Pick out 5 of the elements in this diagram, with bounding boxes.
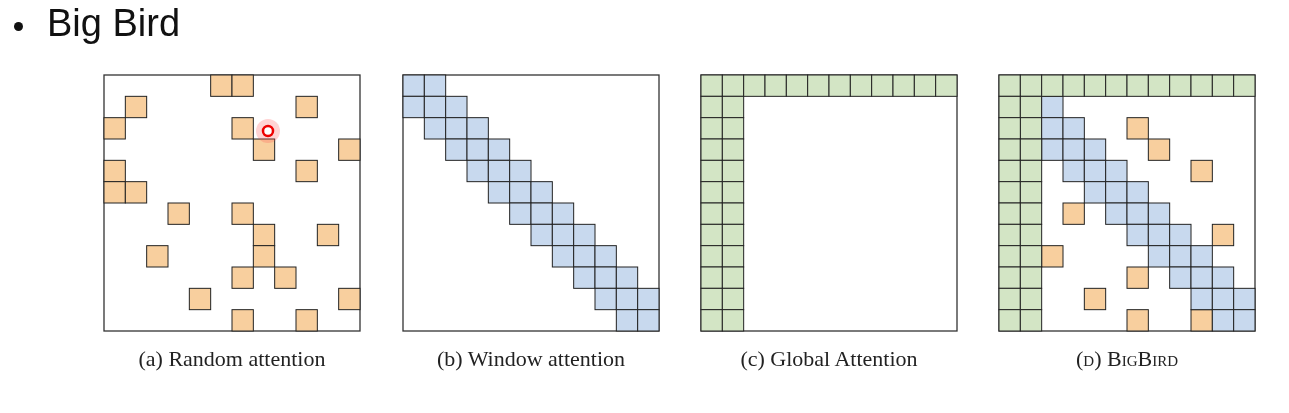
slide-title: Big Bird	[47, 2, 181, 45]
panel-caption: (c) Global Attention	[739, 346, 919, 372]
panel-caption: (b) Window attention	[435, 346, 627, 372]
panel-caption: (d) BigBird	[1075, 346, 1179, 372]
panel-caption: (a) Random attention	[137, 346, 327, 372]
